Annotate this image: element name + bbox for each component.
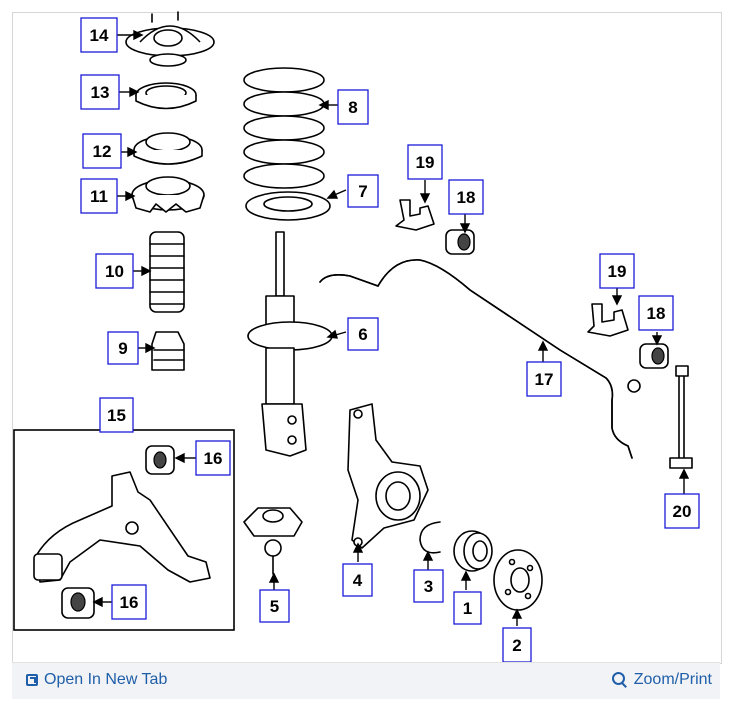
callout-9: 9 (107, 331, 139, 365)
part-stabilizer-bracket-upper (395, 199, 435, 231)
svg-text:11: 11 (90, 187, 108, 206)
svg-text:17: 17 (535, 370, 554, 389)
part-hub-bearing (453, 530, 493, 572)
svg-text:13: 13 (91, 83, 110, 102)
callout-17: 17 (526, 361, 562, 397)
svg-text:1: 1 (463, 599, 472, 618)
part-ball-joint (243, 507, 303, 575)
callout-8: 8 (337, 89, 369, 125)
svg-text:14: 14 (90, 26, 109, 45)
suspension-diagram: 1 2 3 4 5 6 7 8 9 10 11 12 13 14 15 16 1… (13, 11, 700, 662)
svg-text:16: 16 (120, 593, 139, 612)
part-stabilizer-bracket-lower (587, 303, 629, 337)
part-lower-control-arm (33, 471, 211, 583)
part-knuckle (347, 403, 429, 549)
open-new-tab-icon (26, 674, 38, 686)
part-stabilizer-link (669, 365, 693, 469)
part-upper-spring-seat (133, 132, 203, 165)
svg-text:2: 2 (512, 636, 521, 655)
leader-lines (92, 29, 690, 626)
callout-15: 15 (99, 397, 134, 433)
callout-7: 7 (347, 174, 379, 208)
svg-text:10: 10 (105, 262, 124, 281)
callout-19-upper: 19 (407, 144, 443, 180)
svg-text:9: 9 (118, 339, 127, 358)
callout-6: 6 (347, 317, 379, 351)
svg-text:7: 7 (358, 182, 367, 201)
part-control-arm-bushing-upper (145, 445, 175, 475)
part-bearing (135, 82, 197, 110)
callout-16-lower: 16 (111, 584, 147, 620)
svg-text:6: 6 (358, 325, 367, 344)
part-control-arm-bushing-lower (61, 587, 95, 619)
part-hub (493, 549, 543, 611)
callout-18-upper: 18 (448, 179, 484, 215)
svg-text:4: 4 (353, 571, 363, 590)
part-stabilizer-bar (319, 259, 641, 459)
svg-text:12: 12 (93, 142, 112, 161)
callout-19-lower: 19 (599, 253, 635, 289)
svg-text:20: 20 (673, 502, 692, 521)
callout-4: 4 (342, 563, 373, 597)
open-in-new-tab-label: Open In New Tab (44, 671, 168, 688)
part-bump-stop (151, 331, 185, 371)
callout-5: 5 (259, 589, 290, 623)
svg-text:3: 3 (424, 577, 433, 596)
svg-text:18: 18 (647, 304, 666, 323)
part-stabilizer-bushing-upper (445, 229, 475, 255)
callout-3: 3 (413, 569, 444, 603)
part-dust-boot (149, 231, 185, 313)
svg-text:19: 19 (608, 262, 627, 281)
zoom-print-button[interactable]: Zoom/Print (611, 671, 712, 689)
part-coil-spring (243, 67, 325, 189)
part-snap-ring (419, 521, 441, 554)
svg-text:18: 18 (457, 188, 476, 207)
part-stabilizer-bushing-lower (639, 343, 669, 369)
callout-1: 1 (453, 591, 482, 625)
part-insulator (131, 176, 205, 213)
part-lower-insulator (245, 191, 331, 221)
svg-text:19: 19 (416, 153, 435, 172)
svg-text:16: 16 (204, 449, 223, 468)
callout-2: 2 (502, 627, 532, 662)
callout-13: 13 (80, 74, 120, 110)
svg-text:15: 15 (107, 406, 126, 425)
svg-text:5: 5 (270, 597, 279, 616)
svg-text:8: 8 (348, 98, 357, 117)
callout-20: 20 (664, 493, 700, 529)
part-strut-assembly (247, 231, 333, 457)
callout-10: 10 (95, 253, 134, 289)
open-in-new-tab-button[interactable]: Open In New Tab (26, 671, 167, 689)
callout-11: 11 (80, 178, 118, 214)
callout-18-lower: 18 (638, 295, 674, 331)
zoom-print-label: Zoom/Print (633, 671, 712, 688)
callout-12: 12 (82, 133, 122, 169)
magnifier-icon (611, 672, 628, 688)
callout-16-upper: 16 (195, 440, 231, 476)
callout-14: 14 (80, 17, 118, 53)
part-strut-mount (125, 11, 215, 67)
image-toolbar: Open In New Tab Zoom/Print (12, 662, 720, 699)
